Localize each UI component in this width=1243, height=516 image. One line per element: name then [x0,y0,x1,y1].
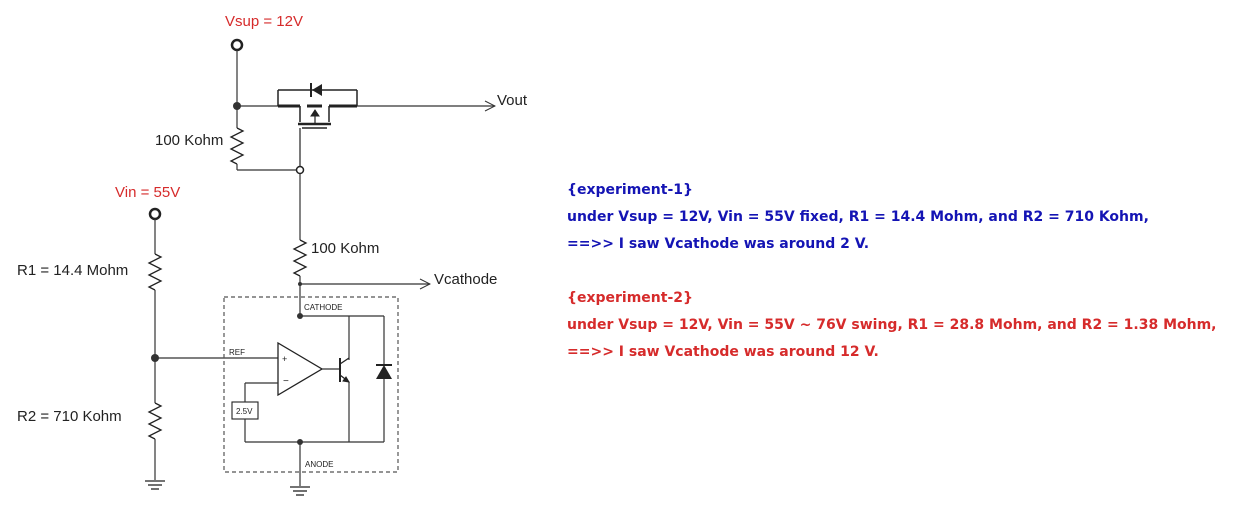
op-amp-minus: − [283,376,289,387]
mosfet [277,89,358,170]
r-gate-label: 100 Kohm [155,132,223,149]
resistor-cathode [292,239,308,277]
op-amp [277,341,324,397]
body-diode [310,83,322,97]
vsup-label: Vsup = 12V [225,13,303,30]
shunt-regulator-box [223,296,399,473]
ref-pin-label: REF [229,348,245,357]
resistor-gate [229,127,245,165]
vref-source: 2.5V [231,401,259,420]
npn-transistor [339,357,350,383]
ground-symbol [145,480,165,490]
junction-node [295,165,305,175]
ground-symbol [290,486,310,496]
vcathode-label: Vcathode [434,271,497,288]
op-amp-plus: + [282,354,287,364]
vin-label: Vin = 55V [115,184,180,201]
exp1-conditions: under Vsup = 12V, Vin = 55V fixed, R1 = … [567,209,1149,225]
resistor-r1 [147,253,163,291]
r-cathode-label: 100 Kohm [311,240,379,257]
experiment-notes: {experiment-1} under Vsup = 12V, Vin = 5… [567,177,1237,366]
vin-terminal [148,207,162,221]
exp2-conditions: under Vsup = 12V, Vin = 55V ~ 76V swing,… [567,317,1217,333]
cathode-pin-label: CATHODE [304,303,343,312]
circuit-schematic: Vsup = 12V Vout 100 Kohm 100 Kohm Vcatho… [17,13,528,496]
exp2-title: {experiment-2} [567,290,693,306]
vout-label: Vout [497,92,528,109]
exp1-title: {experiment-1} [567,182,693,198]
r1-label: R1 = 14.4 Mohm [17,262,128,279]
exp2-result: ==>> I saw Vcathode was around 12 V. [567,344,879,360]
vref-label: 2.5V [236,407,253,416]
vsup-terminal [230,38,244,52]
anode-pin-label: ANODE [305,460,333,469]
exp1-result: ==>> I saw Vcathode was around 2 V. [567,236,870,252]
r2-label: R2 = 710 Kohm [17,408,122,425]
resistor-r2 [147,402,163,440]
diode [376,364,392,379]
